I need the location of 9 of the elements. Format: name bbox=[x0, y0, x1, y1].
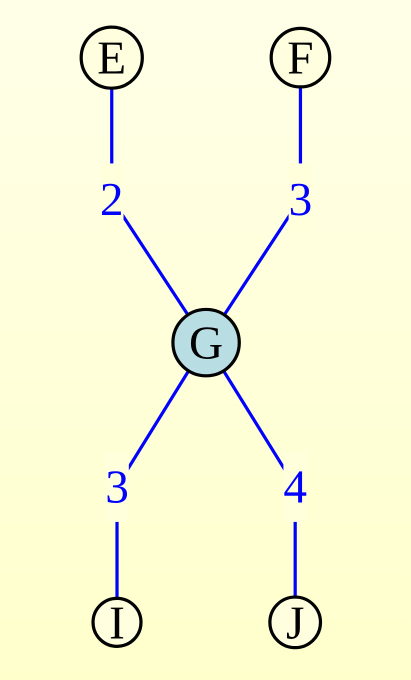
edge-label: 3 bbox=[288, 172, 312, 226]
node-circle: E bbox=[80, 25, 144, 90]
edge-label: 3 bbox=[105, 460, 129, 514]
node-circle: J bbox=[268, 595, 322, 650]
edge-label: 2 bbox=[100, 172, 124, 226]
node-circle: G bbox=[171, 308, 241, 378]
node-circle: I bbox=[91, 596, 143, 648]
edge-label: 4 bbox=[283, 460, 308, 514]
node-circle: F bbox=[270, 26, 332, 89]
